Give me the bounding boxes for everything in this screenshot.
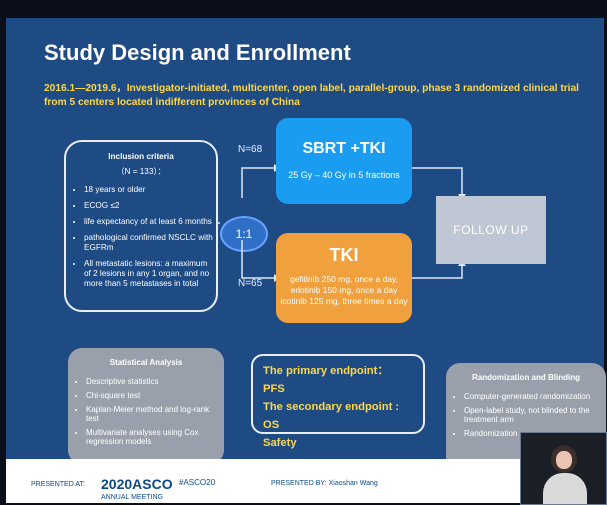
inclusion-n: （N = 133）： [116,167,166,176]
inclusion-item: life expectancy of at least 6 months [84,217,216,227]
randomization-item: Randomization [464,429,606,438]
arm2-n-label: N=65 [238,278,263,289]
randomization-ratio: 1:1 [220,216,268,252]
primary-endpoint: The primary endpoint： PFS [263,365,389,395]
randomization-heading: Randomization and Blinding [472,373,580,382]
arm1-title: SBRT +TKI [302,140,386,157]
arm1-arrow-line [241,167,274,198]
asco-logo-year: 2020ASCO [101,476,173,492]
inclusion-list: 18 years or older ECOG ≤2 life expectanc… [66,185,216,289]
endpoints-box: The primary endpoint： PFS The secondary … [251,354,425,449]
inclusion-item: ECOG ≤2 [84,201,216,211]
hashtag-label: #ASCO20 [179,478,216,487]
presented-at-label: PRESENTED AT: [31,481,85,488]
arm2-detail-2: erlotinib 150 mg, once a day [290,285,398,295]
presenter-video-thumbnail[interactable] [520,432,607,505]
secondary-endpoint: The secondary endpoint : OS [263,401,400,431]
inclusion-box: Inclusion criteria （N = 133）： 18 years o… [64,140,218,312]
presented-by-label: PRESENTED BY: Xiaoshan Wang [271,480,378,487]
arm2-box: TKI gefitinib 250 mg, once a day, erloti… [276,233,412,323]
statistical-item: Multivariate analyses using Cox regressi… [86,428,224,446]
presented-by-prefix: PRESENTED BY: [271,480,327,487]
statistical-heading: Statistical Analysis [109,358,183,367]
statistical-item: Descriptive statistics [86,377,224,386]
slide-subtitle: 2016.1—2019.6，Investigator-initiated, mu… [44,83,580,108]
footer-bar: PRESENTED AT: 2020ASCO ANNUAL MEETING #A… [6,459,604,503]
arm2-detail-1: gefitinib 250 mg, once a day, [289,274,399,284]
arm1-to-followup-line [412,167,463,194]
arm2-detail-3: icotinib 125 mg, three times a day [280,296,408,306]
inclusion-item: 18 years or older [84,185,216,195]
statistical-box: Statistical Analysis Descriptive statist… [68,348,224,464]
inclusion-item: All metastatic lesions: a maximum of 2 l… [84,259,216,289]
presenter-face [556,451,572,469]
safety-endpoint: Safety [263,437,297,449]
arm1-box: SBRT +TKI 25 Gy – 40 Gy in 5 fractions [276,118,412,204]
inclusion-item: pathological confirmed NSCLC with EGFRm [84,233,216,253]
follow-up-box: FOLLOW UP [436,196,546,264]
randomization-list: Computer-generated randomization Open-la… [446,392,606,438]
asco-logo-sub: ANNUAL MEETING [101,494,163,501]
randomization-item: Open-label study, not blinded to the tre… [464,406,606,424]
statistical-item: Kaplan-Meier method and log-rank test [86,405,224,423]
arm2-to-followup-line [412,266,463,279]
arm1-n-label: N=68 [238,144,263,155]
presenter-torso [543,473,587,504]
arm1-detail: 25 Gy – 40 Gy in 5 fractions [288,170,400,180]
statistical-list: Descriptive statistics Chi-square test K… [68,377,224,446]
arm2-title: TKI [329,245,359,265]
inclusion-heading: Inclusion criteria [108,152,174,161]
statistical-item: Chi-square test [86,391,224,400]
slide-title: Study Design and Enrollment [44,40,351,65]
presenter-name: Xiaoshan Wang [328,480,378,487]
randomization-item: Computer-generated randomization [464,392,606,401]
slide-frame: Study Design and Enrollment 2016.1—2019.… [6,18,606,503]
